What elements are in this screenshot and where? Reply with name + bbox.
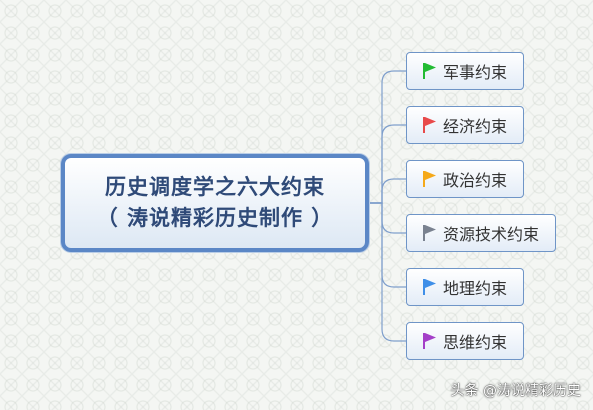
watermark: 头条 @涛说精彩历史 — [450, 383, 581, 399]
branch-label: 资源技术约束 — [443, 225, 540, 244]
purple-flag-icon — [423, 333, 436, 349]
red-flag-icon — [423, 117, 436, 133]
connector-line-0 — [369, 70, 406, 204]
branch-label: 经济约束 — [443, 117, 508, 136]
connector-line-2 — [369, 178, 406, 204]
central-topic[interactable]: 历史调度学之六大约束 （ 涛说精彩历史制作 ） — [61, 154, 369, 252]
branch-node-geographic[interactable]: 地理约束 — [406, 268, 524, 306]
branch-label: 地理约束 — [443, 279, 508, 298]
branch-node-thinking[interactable]: 思维约束 — [406, 322, 524, 360]
connector-line-4 — [369, 202, 406, 288]
blue-flag-icon — [423, 279, 436, 295]
branch-label: 军事约束 — [443, 63, 508, 82]
central-topic-title: 历史调度学之六大约束 — [105, 175, 325, 199]
orange-flag-icon — [423, 171, 436, 187]
connector-line-3 — [369, 202, 406, 234]
branch-node-economic[interactable]: 经济约束 — [406, 106, 524, 144]
branch-node-political[interactable]: 政治约束 — [406, 160, 524, 198]
connector-line-5 — [369, 202, 406, 342]
connector-line-1 — [369, 124, 406, 204]
branch-label: 思维约束 — [443, 333, 508, 352]
branch-label: 政治约束 — [443, 171, 508, 190]
green-flag-icon — [423, 63, 436, 79]
branch-node-military[interactable]: 军事约束 — [406, 52, 524, 90]
branch-node-resource-technology[interactable]: 资源技术约束 — [406, 214, 556, 252]
gray-flag-icon — [423, 225, 436, 241]
central-topic-subtitle: （ 涛说精彩历史制作 ） — [96, 206, 334, 230]
